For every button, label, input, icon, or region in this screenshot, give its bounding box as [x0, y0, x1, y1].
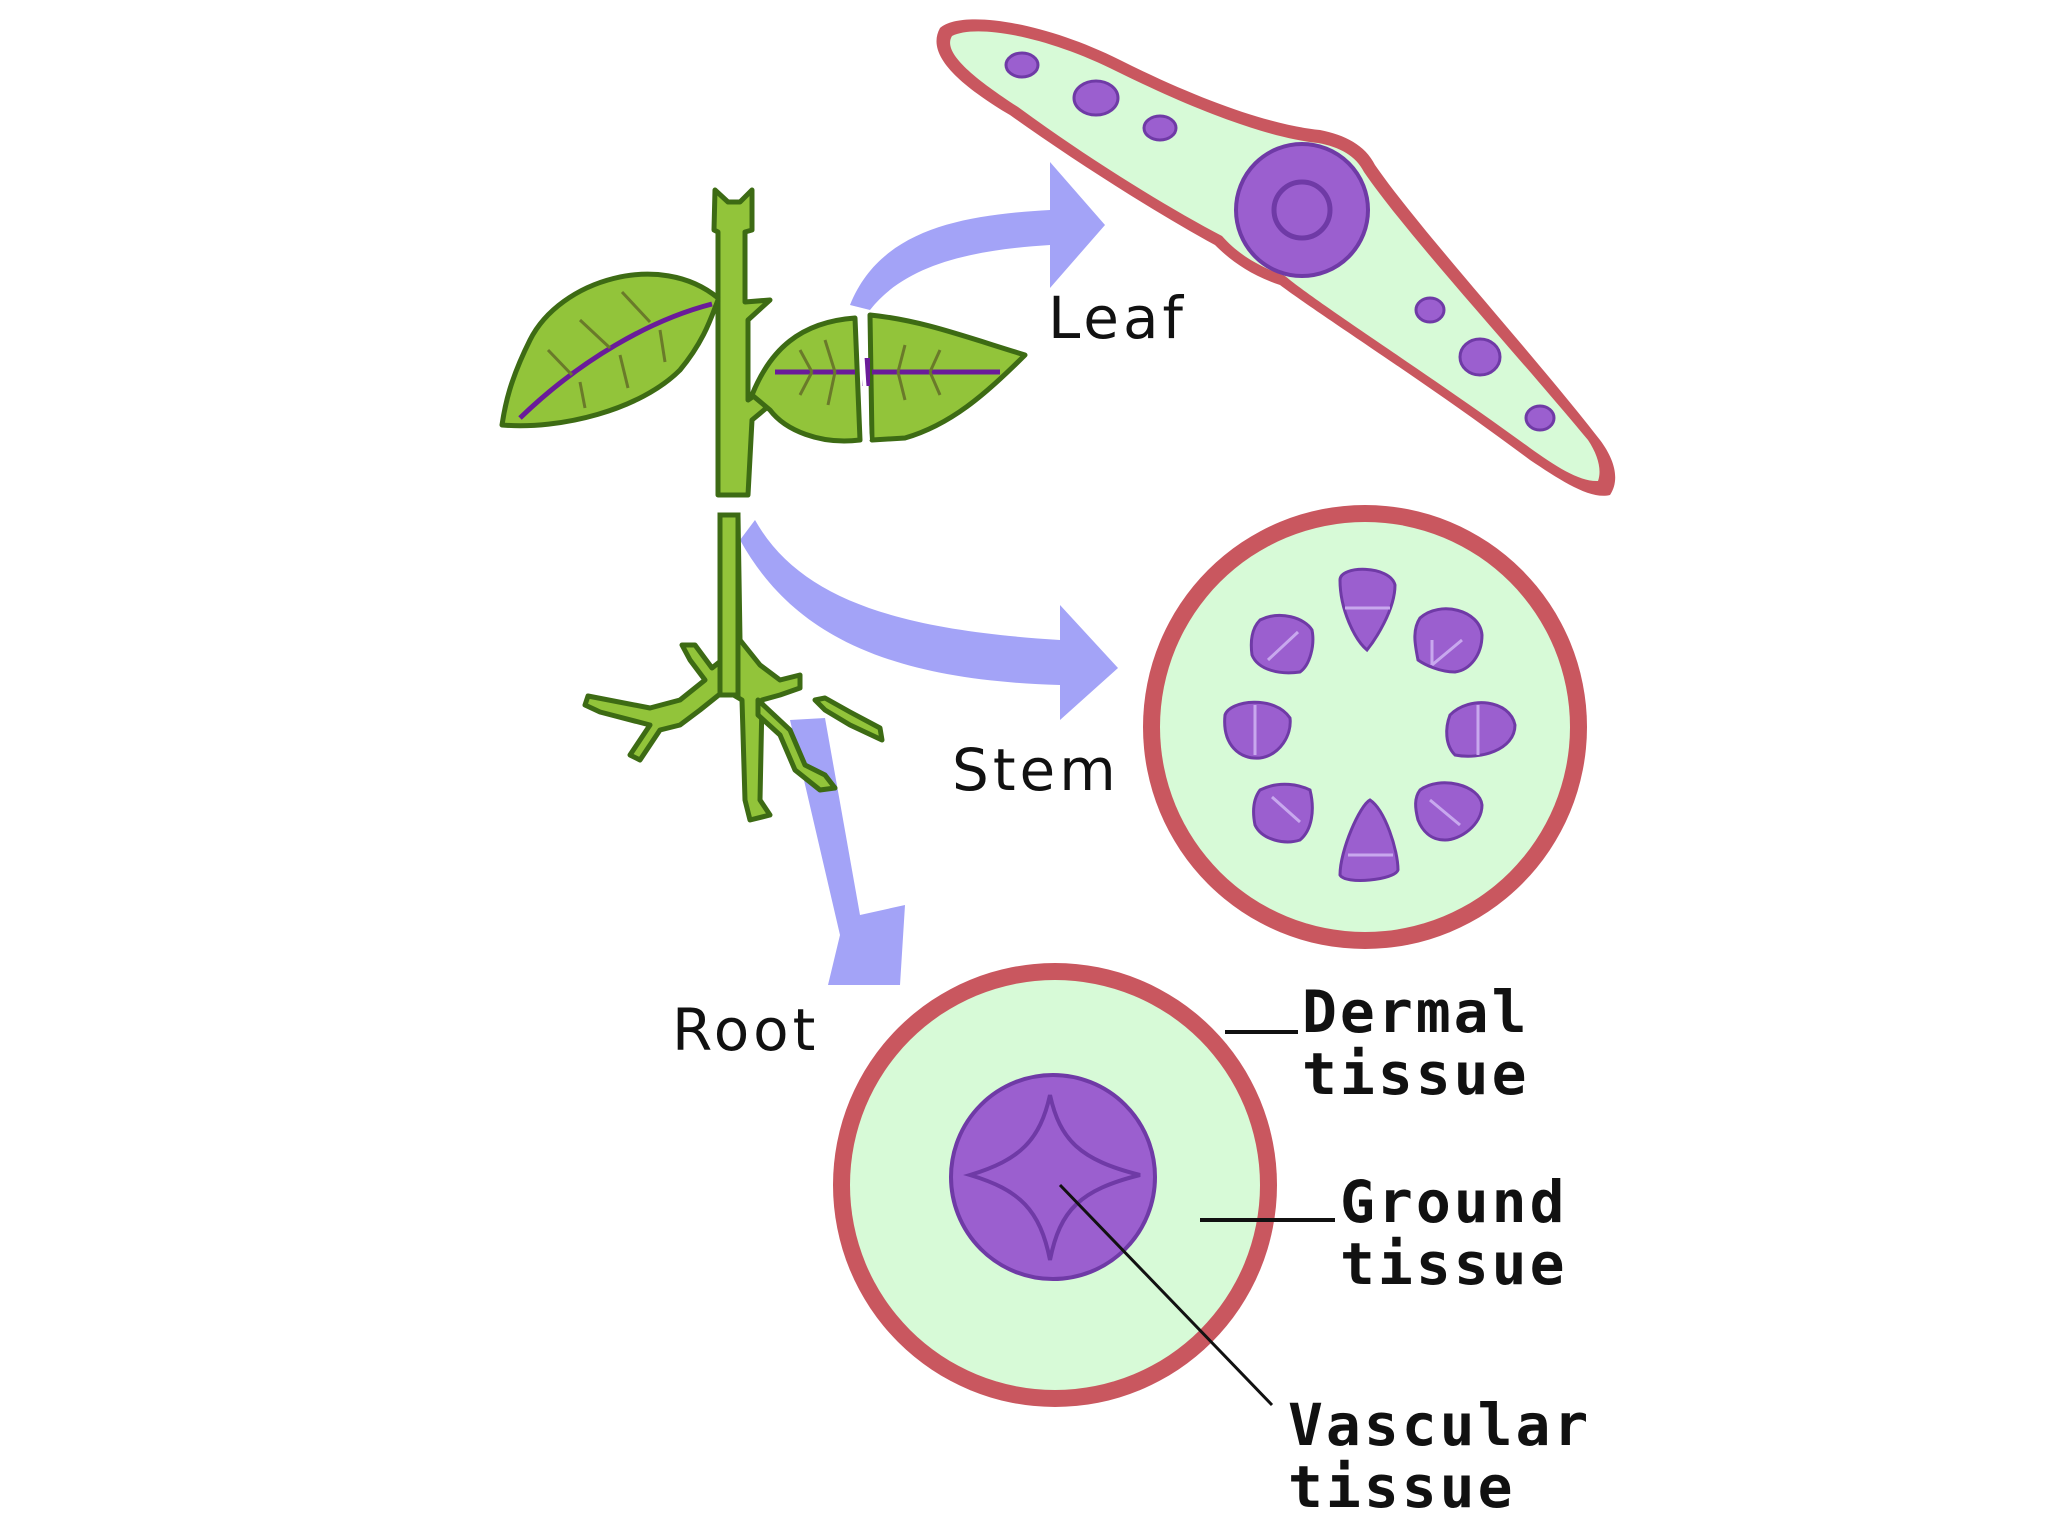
plant-stem-lower — [717, 512, 741, 698]
stem-section-vascular-bundles — [1223, 567, 1517, 882]
leaf-cross-section — [936, 19, 1616, 496]
stem-section-bundle-marks — [1253, 606, 1480, 857]
arrow-to-root — [790, 718, 905, 985]
ground-label-line2: tissue — [1340, 1230, 1568, 1298]
dermal-label-line2: tissue — [1302, 1040, 1530, 1108]
stem-cross-section — [1143, 505, 1587, 949]
vascular-label-line2: tissue — [1288, 1453, 1516, 1521]
vascular-label-line1: Vascular — [1288, 1391, 1591, 1459]
plant-roots — [582, 512, 885, 823]
arrow-to-stem — [740, 520, 1118, 720]
root-section-xylem-star — [963, 1094, 1141, 1261]
plant-leaf-right — [749, 312, 1028, 444]
plant-leaf-left — [499, 271, 721, 429]
plant — [499, 187, 1028, 823]
ground-label-line1: Ground — [1340, 1168, 1568, 1236]
arrow-to-leaf — [850, 162, 1105, 310]
root-section-vascular — [949, 1073, 1157, 1281]
leader-lines — [1058, 1030, 1335, 1407]
root-label: Root — [672, 996, 819, 1064]
stem-label: Stem — [952, 736, 1120, 804]
dermal-label-line1: Dermal — [1302, 978, 1530, 1046]
plant-stem-upper — [711, 187, 793, 498]
vascular-leader-line — [1058, 1183, 1274, 1407]
leaf-label: Leaf — [1048, 284, 1187, 352]
leaf-section-minor-veins — [1004, 51, 1556, 432]
leaf-section-vascular-bundle — [1234, 142, 1370, 278]
